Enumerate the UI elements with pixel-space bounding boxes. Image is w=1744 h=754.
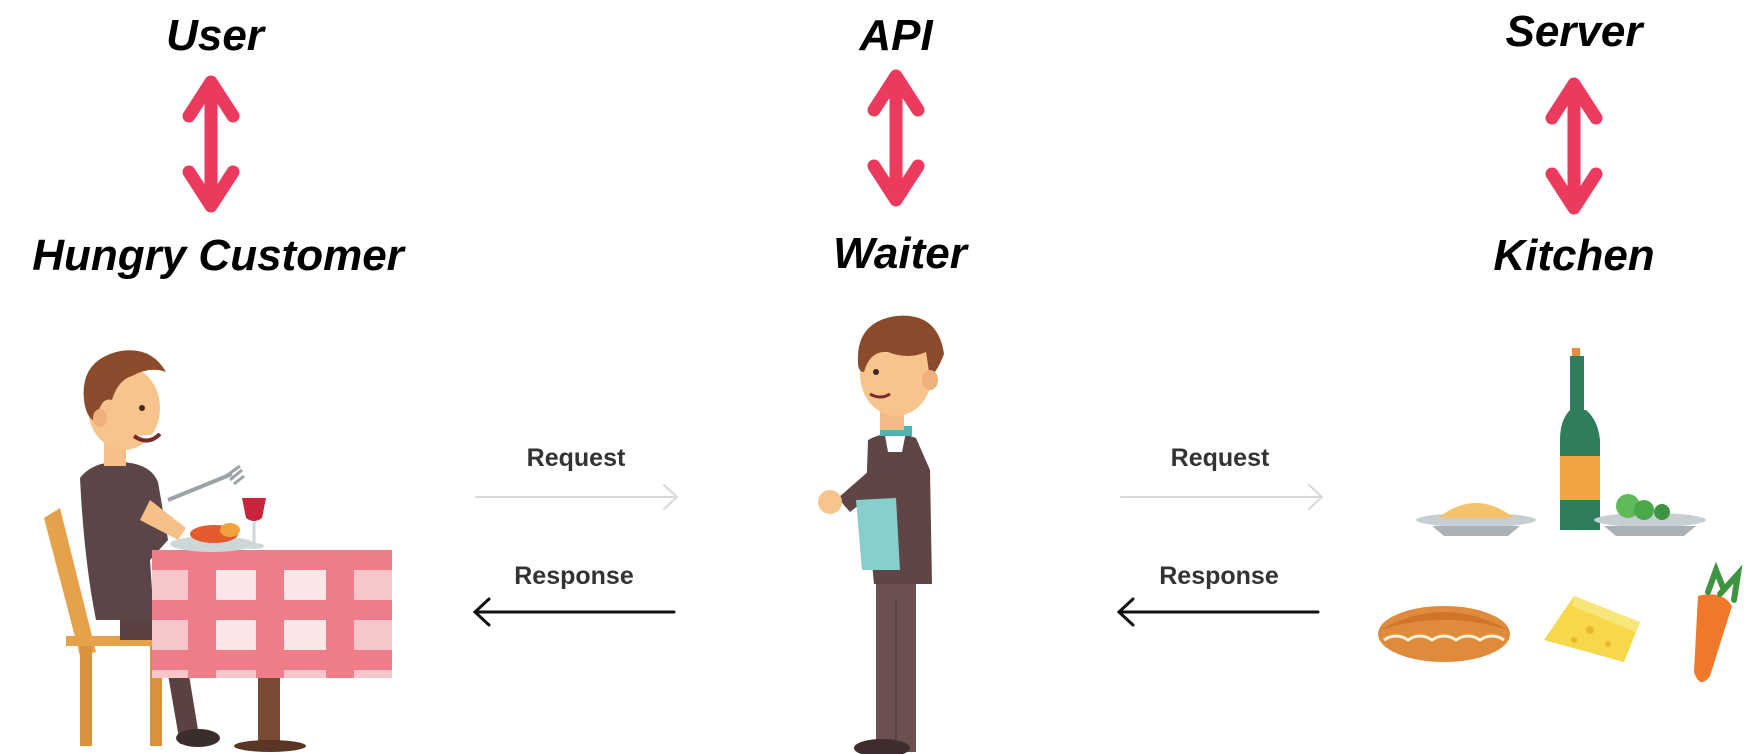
- request-arrow-icon-2: [1120, 484, 1324, 510]
- request-label-2: Request: [1170, 444, 1270, 472]
- waiter-title: Waiter: [833, 229, 967, 278]
- double-arrow-icon-server: [1545, 77, 1603, 215]
- response-arrow-icon-1: [472, 597, 676, 627]
- hungry-customer-title: Hungry Customer: [32, 231, 404, 280]
- response-label-1: Response: [514, 562, 634, 590]
- hungry-customer-illustration: [44, 350, 392, 752]
- kitchen-title: Kitchen: [1493, 231, 1655, 280]
- double-arrow-icon-user: [182, 75, 240, 213]
- kitchen-food-illustration: [1378, 348, 1743, 683]
- api-title: API: [859, 11, 933, 60]
- waiter-illustration: [818, 315, 944, 754]
- server-title: Server: [1505, 7, 1643, 56]
- request-label-1: Request: [526, 444, 626, 472]
- user-title: User: [166, 11, 264, 60]
- response-arrow-icon-2: [1116, 597, 1320, 627]
- request-arrow-icon-1: [475, 484, 679, 510]
- double-arrow-icon-api: [867, 69, 925, 207]
- response-label-2: Response: [1159, 562, 1279, 590]
